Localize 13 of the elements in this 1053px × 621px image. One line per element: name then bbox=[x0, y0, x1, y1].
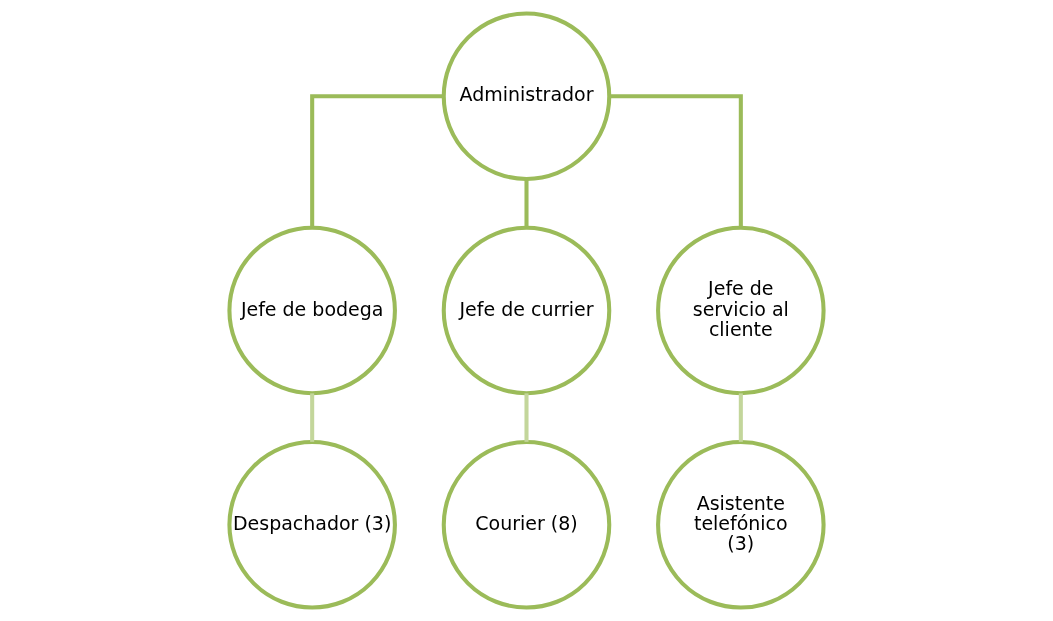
node-circle: Jefe de servicio al cliente bbox=[656, 225, 826, 396]
connector bbox=[310, 393, 315, 442]
connector bbox=[609, 94, 743, 228]
connector bbox=[738, 393, 743, 442]
node-circle: Administrador bbox=[441, 11, 612, 181]
node-circle: Jefe de bodega bbox=[227, 225, 397, 396]
node-circle: Jefe de currier bbox=[441, 225, 612, 396]
node-circle: Despachador (3) bbox=[227, 440, 397, 610]
connector bbox=[310, 94, 444, 228]
node-circle: Courier (8) bbox=[441, 440, 612, 610]
node-circle: Asistente telefónico (3) bbox=[656, 440, 826, 610]
connector bbox=[524, 179, 529, 228]
connector bbox=[524, 393, 529, 442]
